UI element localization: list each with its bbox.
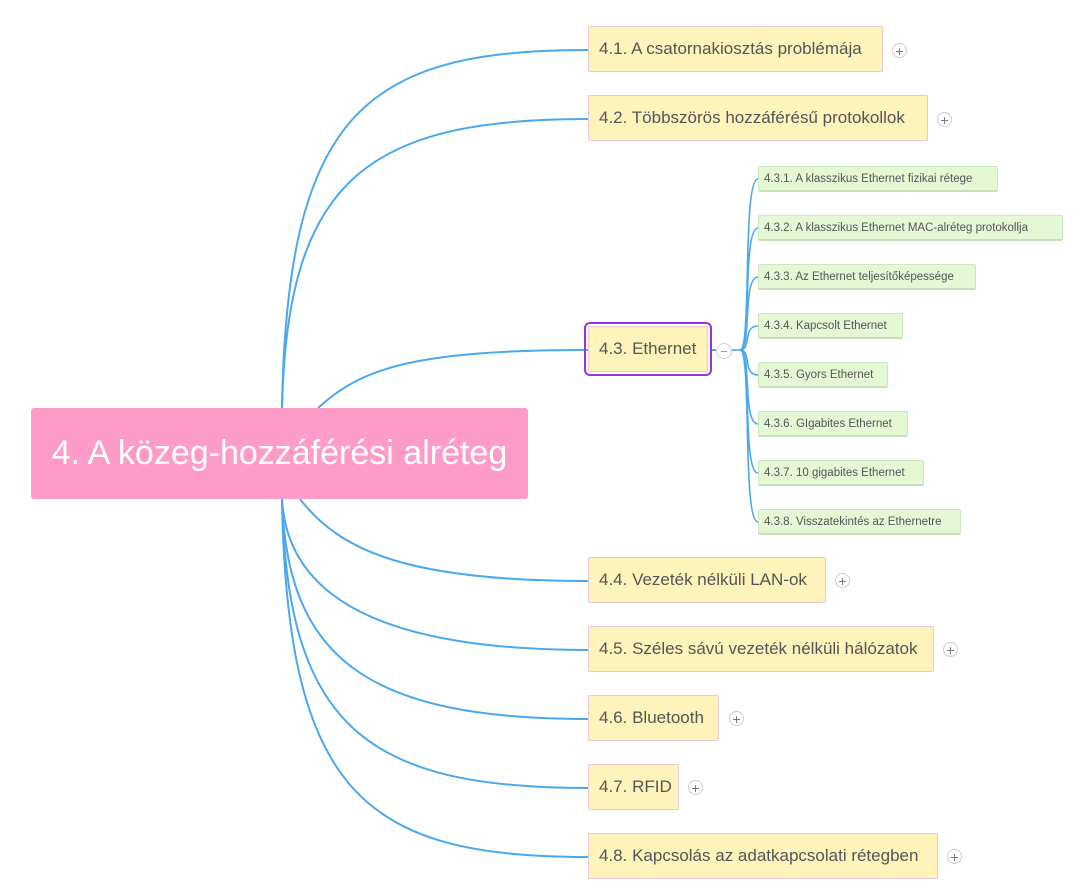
connector-root-to-topic-4-2 — [281, 118, 589, 409]
connector-topic-4-3-to-subtopic-6 — [739, 349, 759, 425]
topic-4-7-expand-button[interactable]: + — [688, 780, 703, 795]
topic-4-5-expand-button[interactable]: + — [943, 642, 958, 657]
connector-root-to-topic-4-3 — [317, 349, 589, 409]
connector-root-to-topic-4-4 — [299, 498, 589, 582]
subtopic-4-3-1[interactable]: 4.3.1. A klasszikus Ethernet fizikai rét… — [758, 166, 998, 192]
plus-icon: + — [946, 641, 955, 658]
connector-root-to-topic-4-1 — [281, 49, 589, 409]
plus-icon: + — [895, 42, 904, 59]
subtopic-4-3-6[interactable]: 4.3.6. GIgabites Ethernet — [758, 411, 908, 437]
topic-4-3[interactable]: 4.3. Ethernet — [584, 322, 712, 376]
topic-4-1[interactable]: 4.1. A csatornakiosztás problémája — [588, 26, 883, 72]
connector-topic-4-3-to-subtopic-4 — [739, 325, 759, 351]
topic-4-5[interactable]: 4.5. Széles sávú vezeték nélküli hálózat… — [588, 626, 934, 672]
topic-4-3-collapse-button[interactable]: − — [716, 343, 732, 359]
topic-4-6-expand-button[interactable]: + — [729, 711, 744, 726]
plus-icon: + — [691, 779, 700, 796]
subtopic-label: 4.3.3. Az Ethernet teljesítőképessége — [764, 270, 954, 283]
subtopic-label: 4.3.4. Kapcsolt Ethernet — [764, 319, 887, 332]
topic-4-8[interactable]: 4.8. Kapcsolás az adatkapcsolati rétegbe… — [588, 833, 938, 879]
topic-label: 4.5. Széles sávú vezeték nélküli hálózat… — [599, 639, 918, 658]
plus-icon: + — [838, 572, 847, 589]
subtopic-4-3-5[interactable]: 4.3.5. Gyors Ethernet — [758, 362, 888, 388]
connector-root-to-topic-4-5 — [281, 498, 589, 651]
subtopic-label: 4.3.2. A klasszikus Ethernet MAC-alréteg… — [764, 221, 1028, 234]
topic-label: 4.6. Bluetooth — [599, 708, 704, 727]
topic-label: 4.4. Vezeték nélküli LAN-ok — [599, 570, 807, 589]
topic-4-4-expand-button[interactable]: + — [835, 573, 850, 588]
topic-label: 4.7. RFID — [599, 777, 672, 796]
topic-label: 4.2. Többszörös hozzáférésű protokollok — [599, 108, 905, 127]
connector-topic-4-3-to-subtopic-2 — [739, 227, 759, 351]
root-topic[interactable]: 4. A közeg-hozzáférési alréteg — [31, 408, 528, 499]
connector-topic-4-3-to-subtopic-3 — [739, 276, 759, 351]
topic-4-2-expand-button[interactable]: + — [937, 112, 952, 127]
topic-label: 4.1. A csatornakiosztás problémája — [599, 39, 862, 58]
connector-root-to-topic-4-6 — [281, 498, 589, 720]
topic-4-6[interactable]: 4.6. Bluetooth — [588, 695, 719, 741]
minus-icon: − — [720, 343, 728, 359]
connector-topic-4-3-to-subtopic-8 — [739, 349, 759, 523]
subtopic-4-3-7[interactable]: 4.3.7. 10 gigabites Ethernet — [758, 460, 924, 486]
topic-4-7[interactable]: 4.7. RFID — [588, 764, 679, 810]
subtopic-4-3-2[interactable]: 4.3.2. A klasszikus Ethernet MAC-alréteg… — [758, 215, 1063, 241]
connector-root-to-topic-4-7 — [281, 498, 589, 789]
topic-label: 4.8. Kapcsolás az adatkapcsolati rétegbe… — [599, 846, 919, 865]
plus-icon: + — [732, 710, 741, 727]
topic-label: 4.3. Ethernet — [599, 339, 697, 358]
subtopic-label: 4.3.6. GIgabites Ethernet — [764, 417, 892, 430]
root-topic-label: 4. A közeg-hozzáférési alréteg — [51, 434, 508, 472]
topic-4-1-expand-button[interactable]: + — [892, 43, 907, 58]
subtopic-label: 4.3.7. 10 gigabites Ethernet — [764, 466, 905, 479]
plus-icon: + — [940, 111, 949, 128]
subtopic-label: 4.3.5. Gyors Ethernet — [764, 368, 874, 381]
subtopic-label: 4.3.1. A klasszikus Ethernet fizikai rét… — [764, 172, 973, 185]
topic-4-2[interactable]: 4.2. Többszörös hozzáférésű protokollok — [588, 95, 928, 141]
subtopic-label: 4.3.8. Visszatekintés az Ethernetre — [764, 515, 942, 528]
topic-4-8-expand-button[interactable]: + — [947, 849, 962, 864]
plus-icon: + — [950, 848, 959, 865]
subtopic-4-3-4[interactable]: 4.3.4. Kapcsolt Ethernet — [758, 313, 903, 339]
connector-root-to-topic-4-8 — [281, 498, 589, 858]
topic-4-4[interactable]: 4.4. Vezeték nélküli LAN-ok — [588, 557, 826, 603]
subtopic-4-3-8[interactable]: 4.3.8. Visszatekintés az Ethernetre — [758, 509, 961, 535]
subtopic-4-3-3[interactable]: 4.3.3. Az Ethernet teljesítőképessége — [758, 264, 976, 290]
